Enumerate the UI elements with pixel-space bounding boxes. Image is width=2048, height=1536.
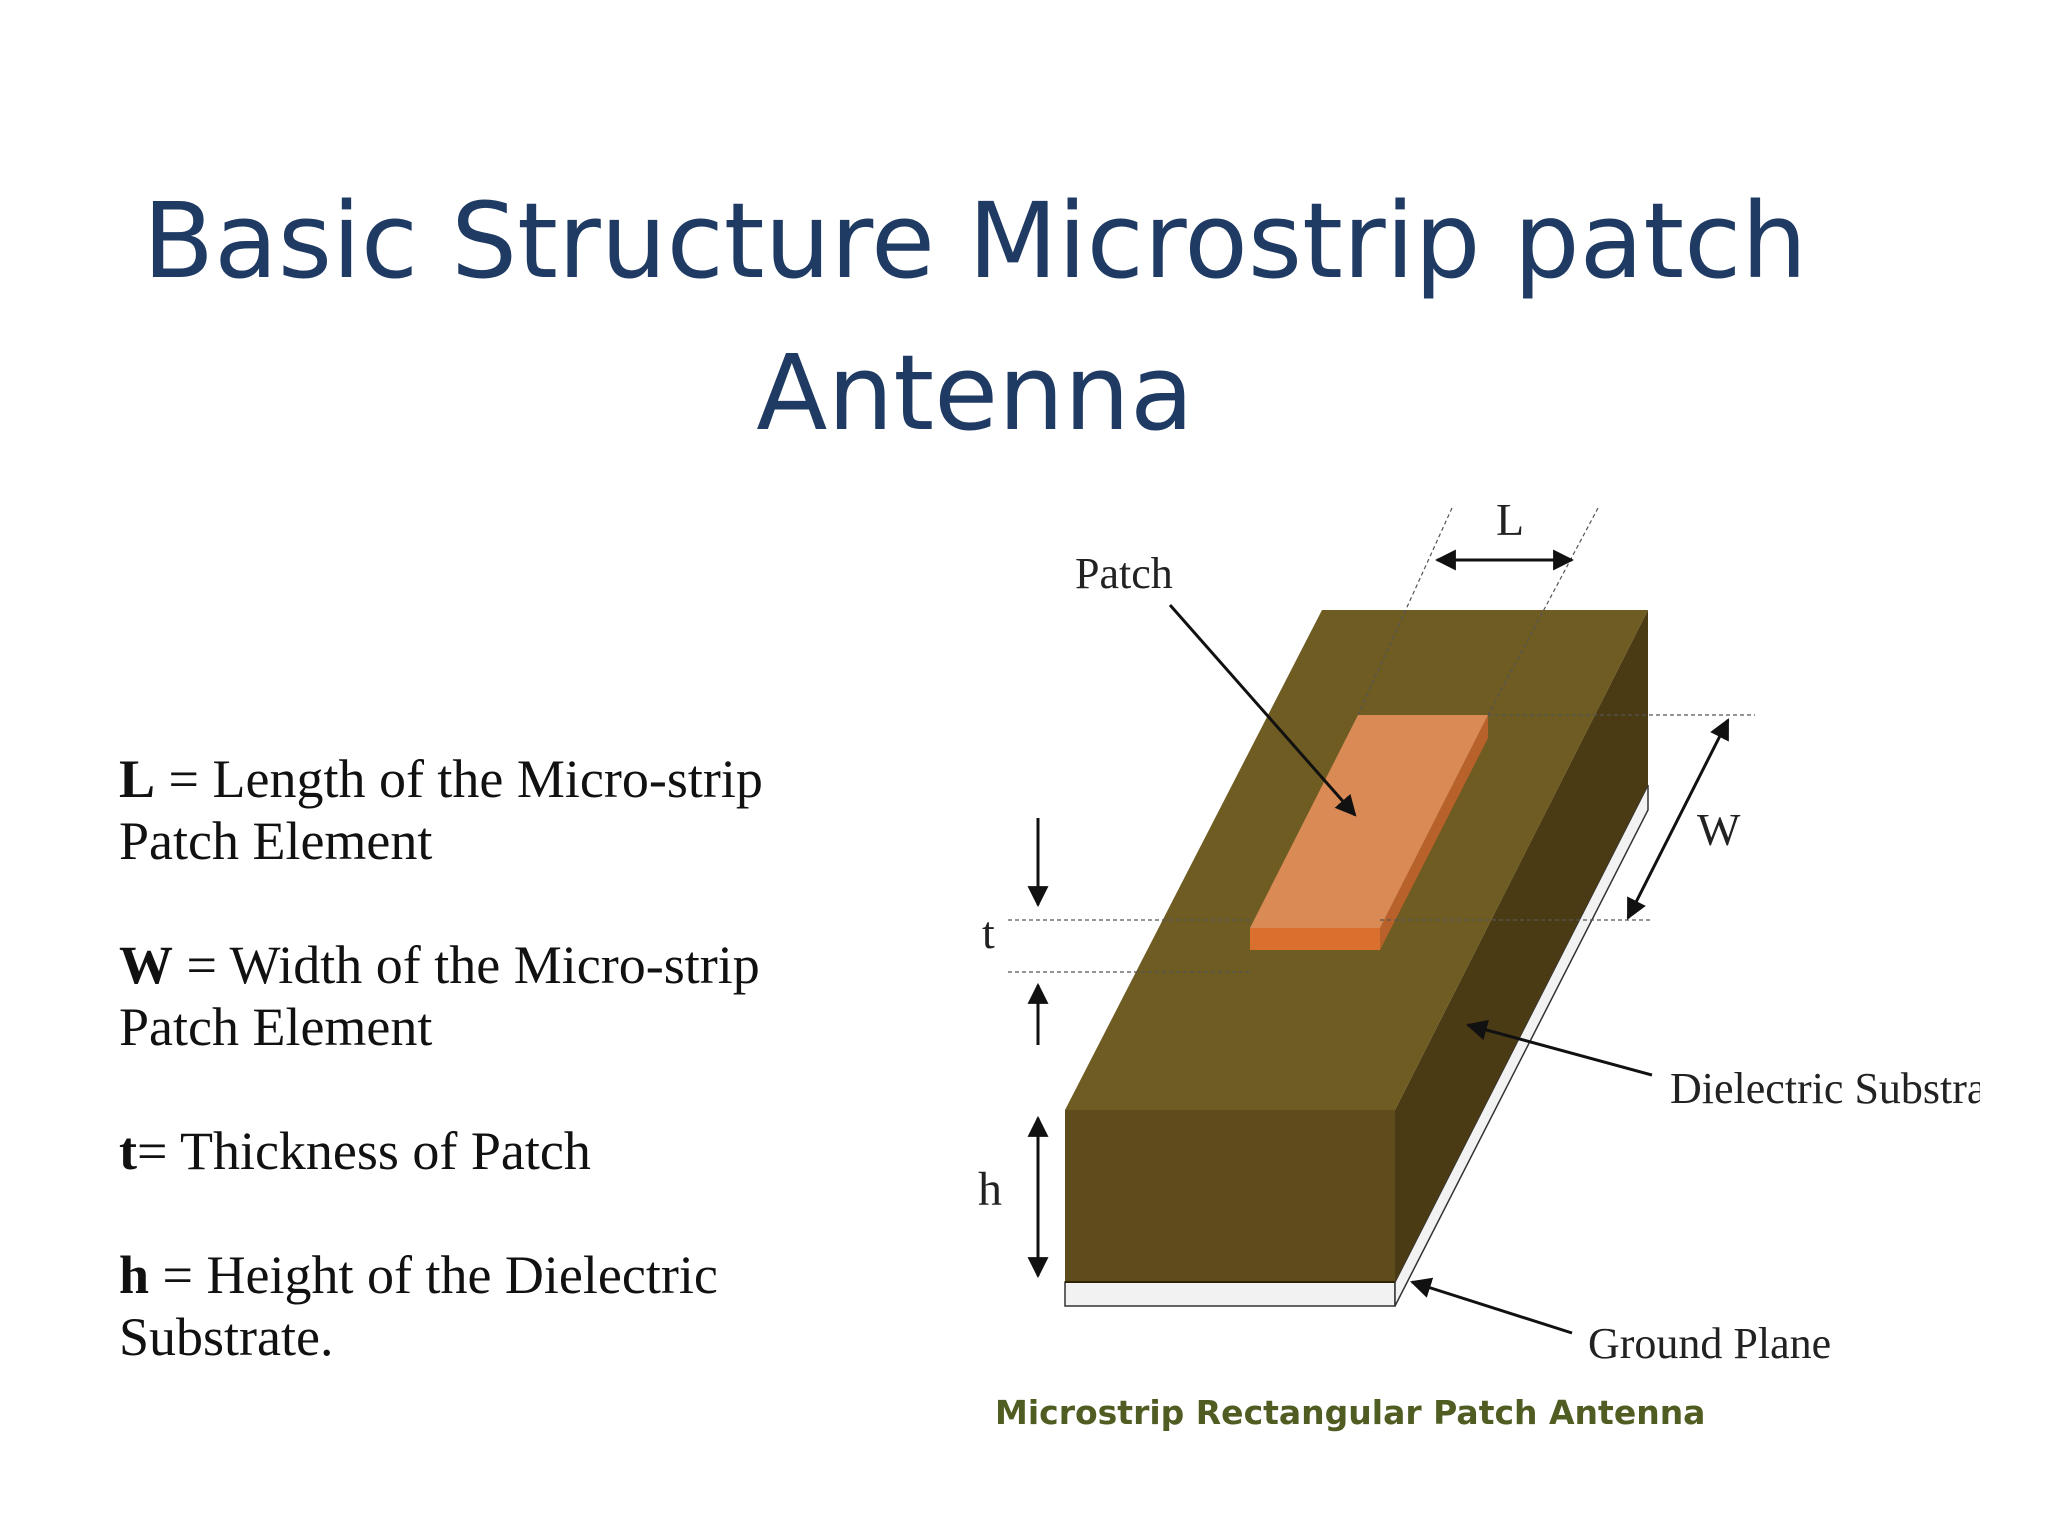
dimension-guides — [1008, 507, 1755, 973]
patch-antenna-diagram: Patch L W t h Dielectric Substrate Groun… — [978, 494, 1980, 1368]
definition-symbol: t — [119, 1121, 137, 1181]
slide-title: Basic Structure Microstrip patch Antenna — [120, 165, 1830, 469]
ground-plane — [1064, 1281, 1396, 1307]
definition-text: = Length of the Micro-strip Patch Elemen… — [119, 749, 763, 871]
definition-length: L = Length of the Micro-strip Patch Elem… — [119, 748, 879, 872]
patch-front — [1250, 928, 1380, 950]
dielectric-substrate-label: Dielectric Substrate — [1670, 1064, 1980, 1113]
length-label: L — [1496, 494, 1524, 545]
height-label: h — [978, 1163, 1002, 1216]
definition-height: h = Height of the Dielectric Substrate. — [119, 1244, 879, 1368]
ground-leader-arrow — [1409, 1277, 1573, 1335]
definitions-list: L = Length of the Micro-strip Patch Elem… — [119, 748, 879, 1430]
width-dimension-arrow — [1626, 718, 1730, 920]
definition-text: = Height of the Dielectric Substrate. — [119, 1245, 718, 1367]
ground-plane-label: Ground Plane — [1588, 1319, 1831, 1368]
definition-thickness: t= Thickness of Patch — [119, 1120, 879, 1182]
diagram-caption: Microstrip Rectangular Patch Antenna — [995, 1393, 1706, 1432]
width-label: W — [1697, 804, 1741, 855]
title-line-2: Antenna — [756, 331, 1194, 454]
substrate-side — [1395, 610, 1648, 1282]
definition-text: = Thickness of Patch — [136, 1121, 591, 1181]
patch-top — [1250, 715, 1488, 928]
definition-symbol: h — [119, 1245, 150, 1305]
patch-side — [1380, 715, 1488, 950]
patch-label: Patch — [1075, 549, 1173, 598]
definition-symbol: W — [119, 935, 173, 995]
definition-width: W = Width of the Micro-strip Patch Eleme… — [119, 934, 879, 1058]
title-line-1: Basic Structure Microstrip patch — [142, 179, 1808, 302]
definition-text: = Width of the Micro-strip Patch Element — [119, 935, 760, 1057]
definition-symbol: L — [119, 749, 156, 809]
substrate-front — [1065, 1110, 1395, 1282]
thickness-label: t — [982, 907, 995, 958]
dielectric-leader-arrow — [1465, 1019, 1653, 1077]
patch-leader-arrow — [1168, 604, 1357, 817]
